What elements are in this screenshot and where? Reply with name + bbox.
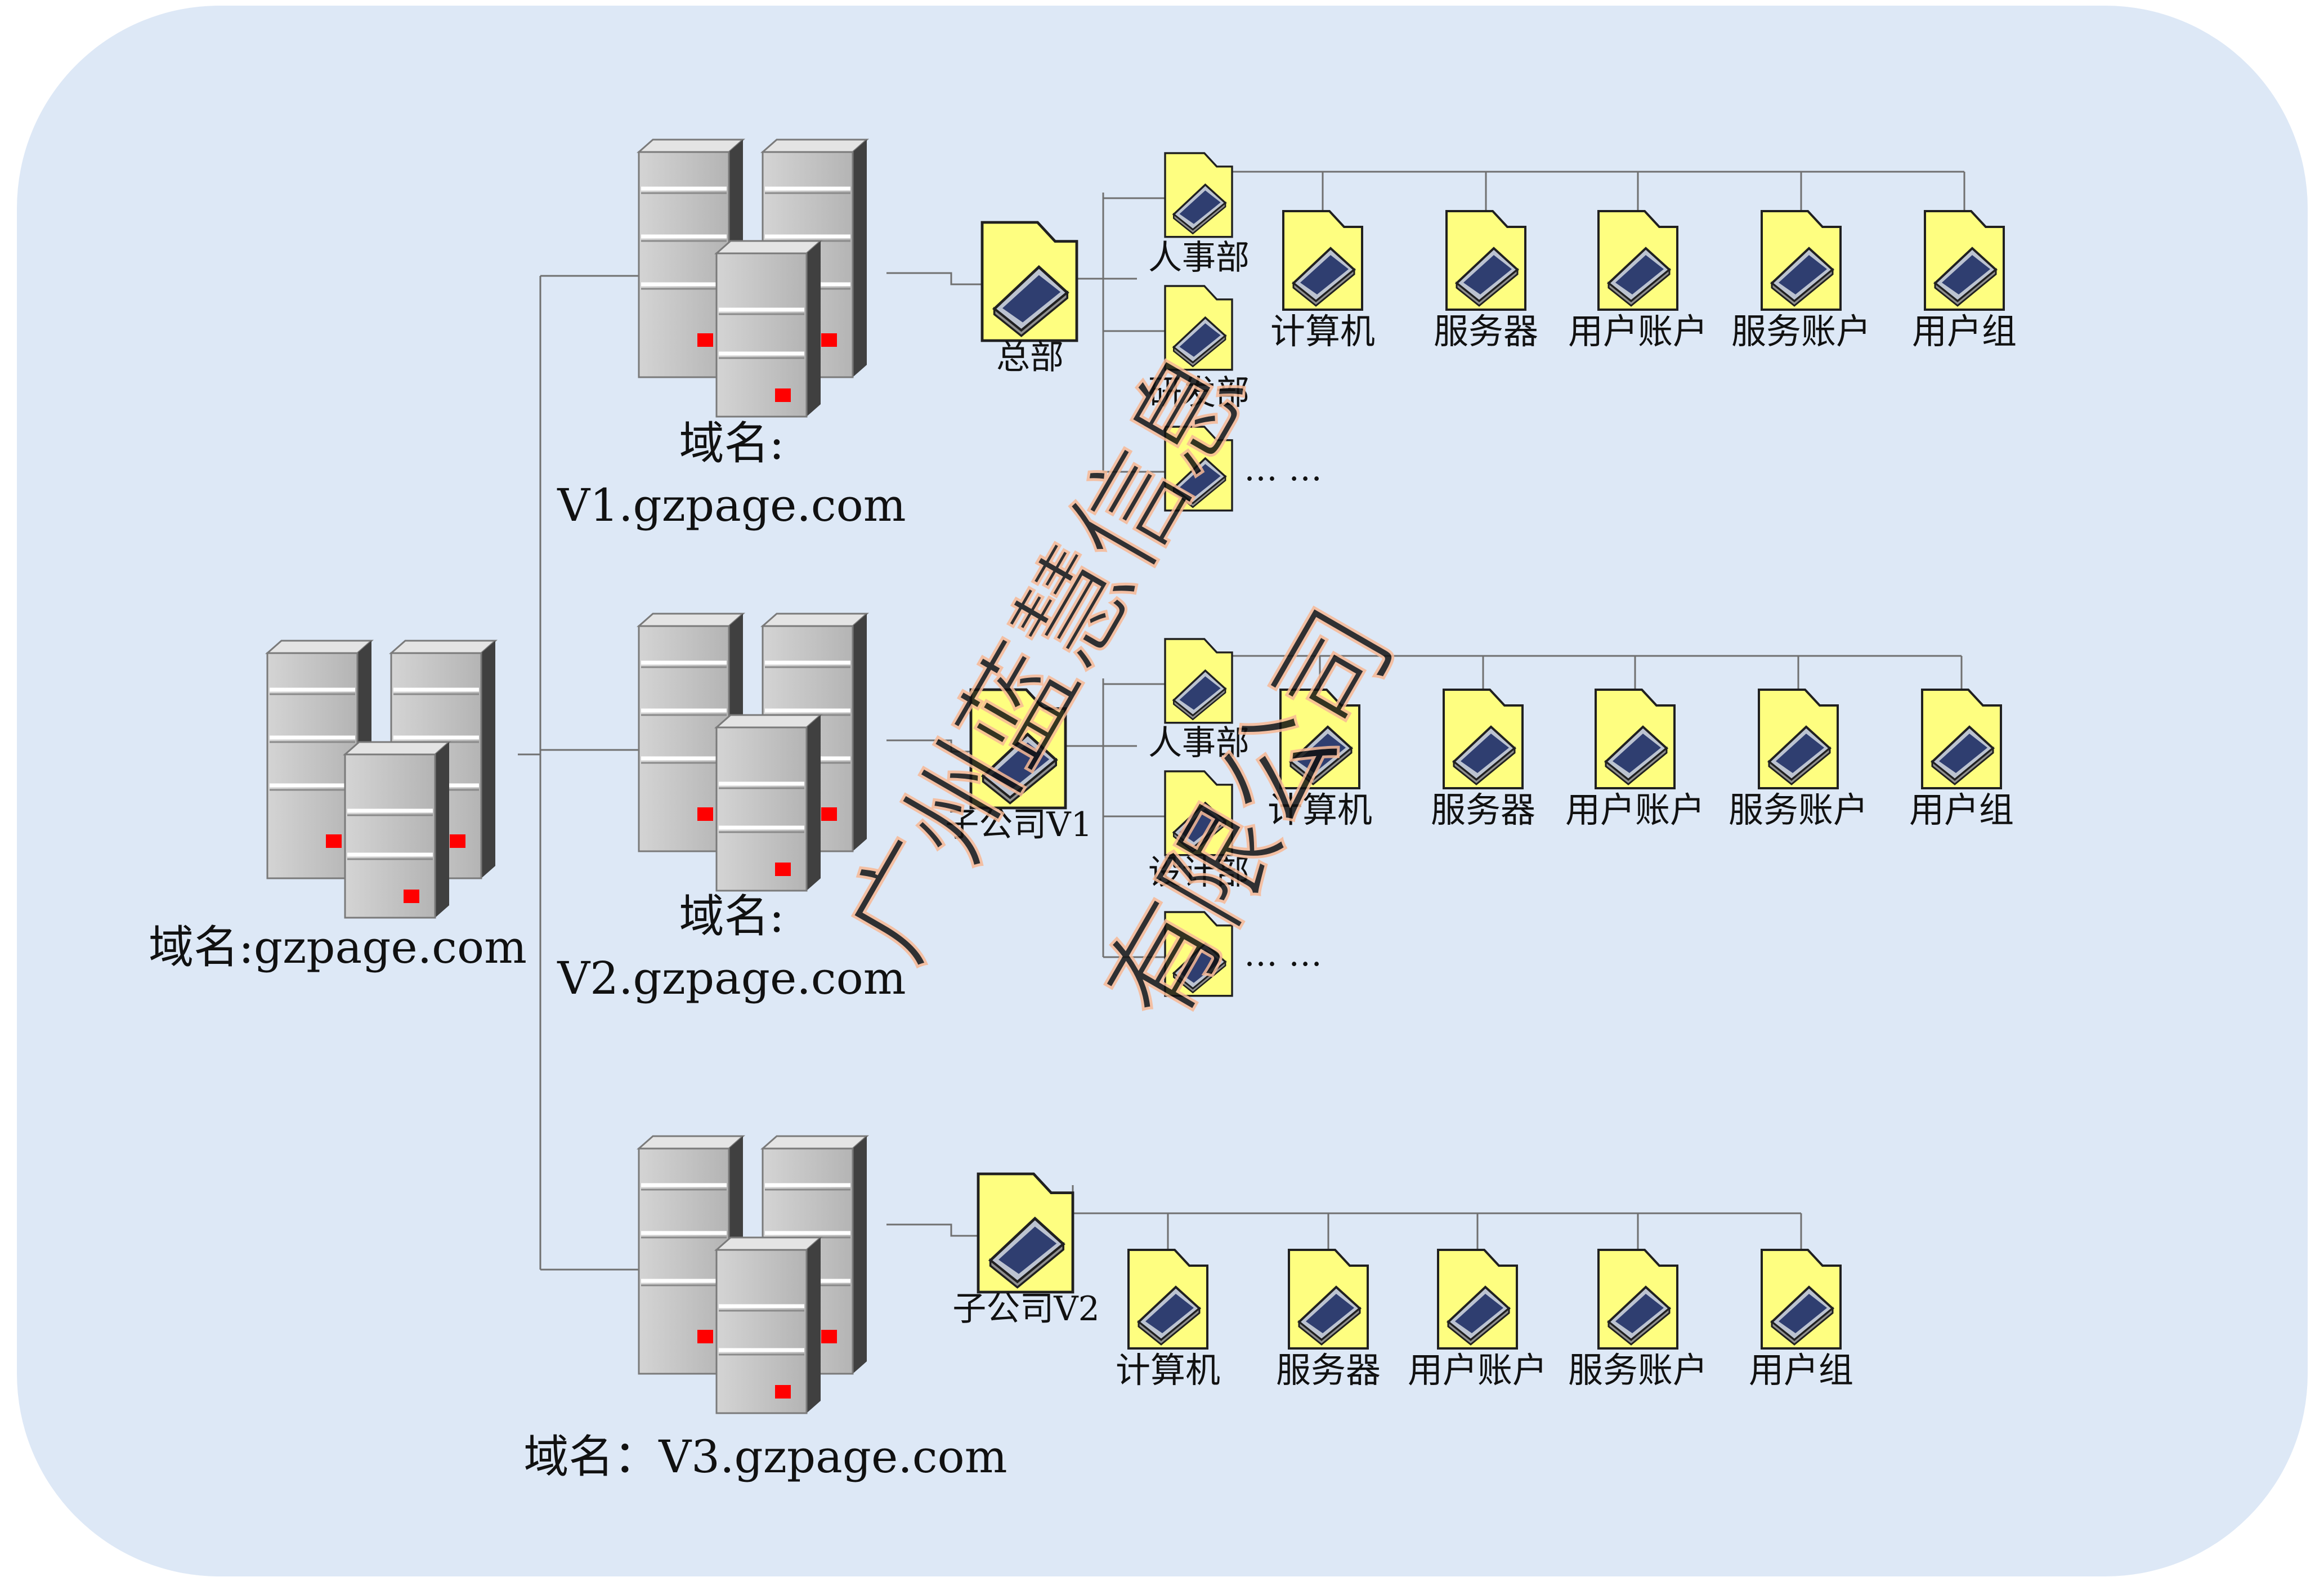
container-folder-v2-3 [1758,689,1839,789]
server-groups [267,140,867,1413]
container-folder-v3-0 [1127,1249,1208,1350]
container-folder-v3-4 [1761,1249,1842,1350]
root-server-group [267,641,495,918]
container-label-v1-1: 服务器 [1434,311,1538,352]
domain-label-v1-line2: V1.gzpage.com [557,479,906,531]
container-folder-v1-1 [1445,210,1526,311]
domain-label-v2-line2: V2.gzpage.com [557,952,906,1004]
container-label-v3-3: 服务账户 [1568,1350,1708,1391]
domain-server-group-v3 [639,1136,867,1413]
server-icon [345,742,449,918]
container-folder-v3-2 [1437,1249,1518,1350]
subunit-label-v1-1: 研发部 [1148,373,1250,413]
container-folder-v1-3 [1761,210,1842,311]
container-folder-v3-3 [1597,1249,1678,1350]
container-folder-v1-4 [1924,210,2005,311]
domain-server-group-v1 [639,140,867,417]
container-label-v3-1: 服务器 [1276,1350,1381,1391]
domain-label-v1-line1: 域名: [679,417,785,470]
container-folder-v1-2 [1597,210,1678,311]
container-label-v3-4: 用户组 [1749,1350,1853,1391]
container-label-v3-2: 用户账户 [1408,1350,1547,1391]
server-icon [717,715,821,891]
domain-label-v3: 域名：V3.gzpage.com [523,1431,1007,1483]
ou-label-v1: 总部 [996,338,1064,377]
container-folder-v1-0 [1282,210,1363,311]
subunit-folder-v2-0 [1164,638,1233,724]
root-domain-label: 域名:gzpage.com [149,921,527,973]
ou-folder-v3 [978,1174,1073,1292]
subunit-label-v2-2: … … [1244,935,1322,974]
connector-ou-v2 [886,739,971,753]
subunit-folder-v1-0 [1164,152,1233,238]
domain-server-group-v2 [639,614,867,891]
container-label-v2-3: 服务账户 [1729,789,1868,830]
connector-ou-v1 [886,272,982,285]
container-label-v1-2: 用户账户 [1568,311,1708,352]
watermark: 广州蓝慧信息 有限公司 [820,330,1421,1046]
container-label-v3-0: 计算机 [1116,1350,1220,1391]
domain-label-v2-line1: 域名: [679,890,785,942]
ou-folder-v1 [982,222,1077,341]
container-label-v1-0: 计算机 [1270,311,1375,352]
server-icon [717,1237,821,1413]
subunit-label-v1-2: … … [1244,449,1322,489]
subunit-label-v2-0: 人事部 [1148,723,1250,763]
ou-label-v2: 子公司V1 [945,805,1092,845]
container-folder-v2-2 [1595,689,1676,789]
container-folder-v3-1 [1288,1249,1369,1350]
container-label-v2-2: 用户账户 [1565,789,1705,830]
server-icon [717,241,821,417]
ou-label-v3: 子公司V2 [952,1289,1100,1329]
subunit-label-v2-1: 设计部 [1148,853,1250,892]
container-label-v2-1: 服务器 [1431,789,1535,830]
container-folder-v2-4 [1921,689,2002,789]
subunit-label-v1-0: 人事部 [1148,238,1250,278]
connector-ou-v3 [886,1223,978,1237]
container-label-v2-0: 计算机 [1268,789,1372,830]
container-label-v2-4: 用户组 [1909,789,2014,830]
container-folder-v2-1 [1443,689,1524,789]
container-label-v1-3: 服务账户 [1731,311,1871,352]
container-label-v1-4: 用户组 [1912,311,2017,352]
